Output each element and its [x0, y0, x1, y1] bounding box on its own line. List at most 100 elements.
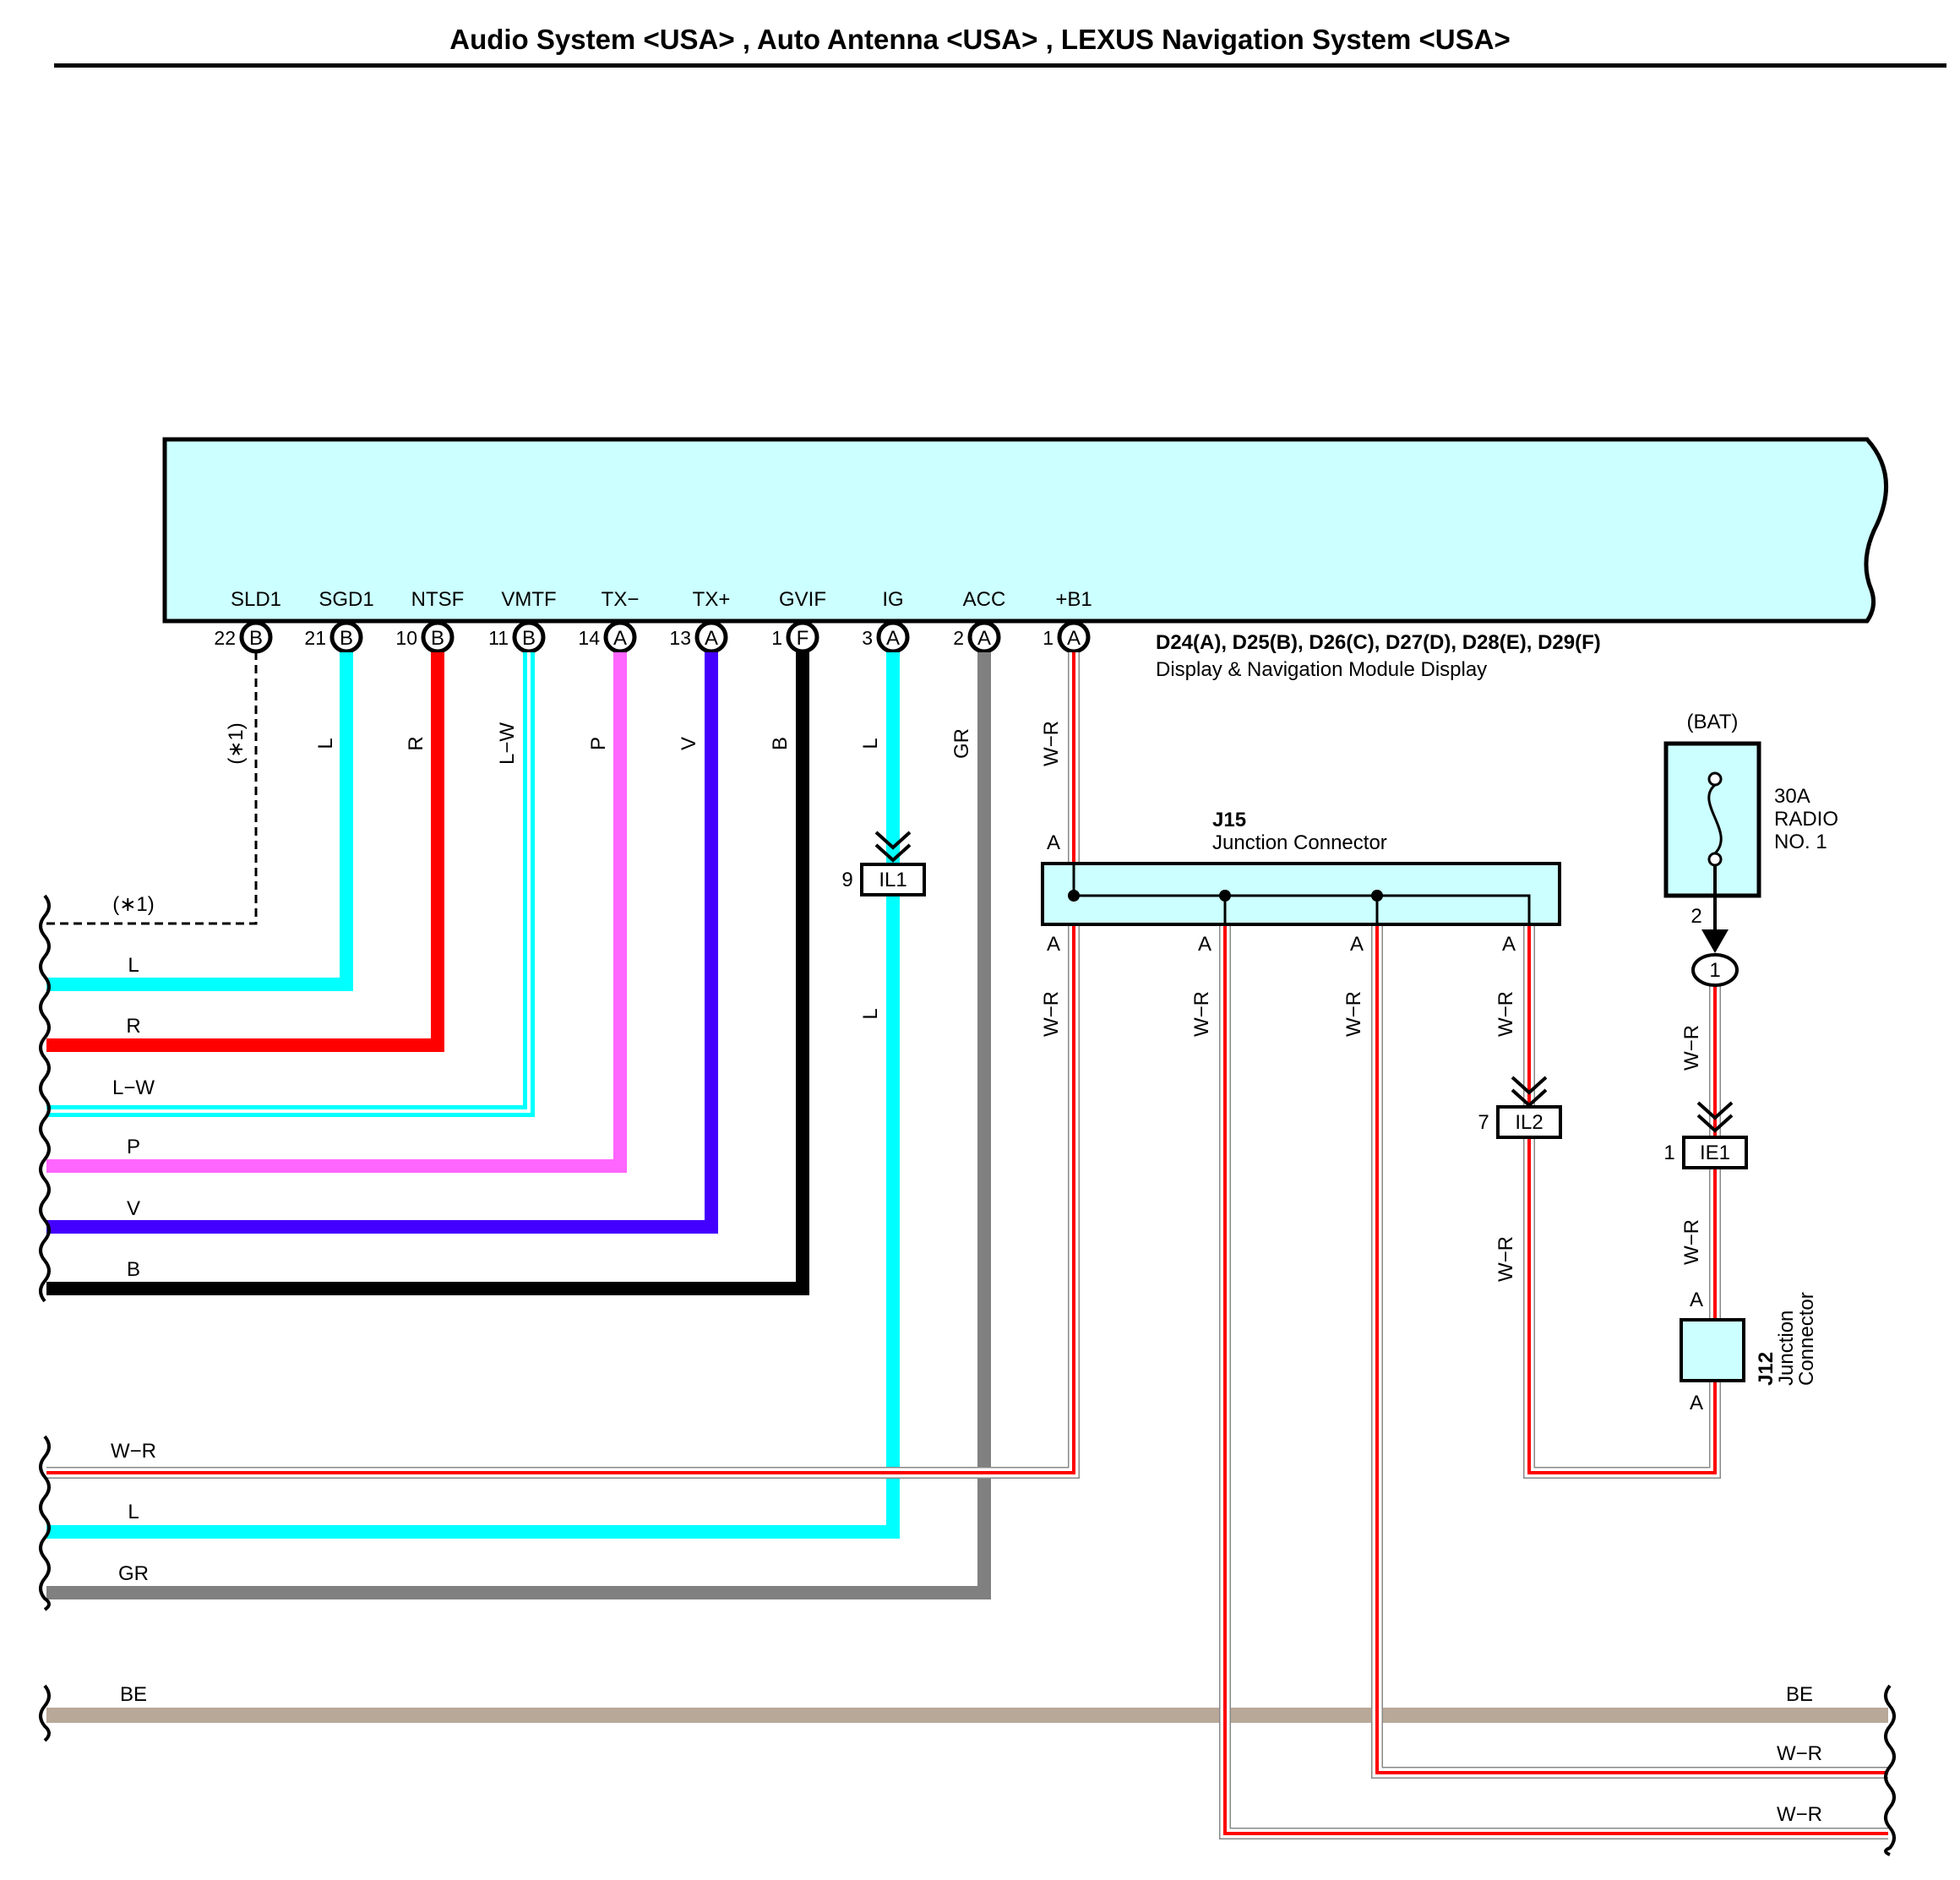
ie1-pin: 1 [1663, 1142, 1674, 1164]
wire-j15-out3-wr [1523, 894, 1721, 1479]
pin-terminal-4 [512, 620, 546, 654]
il1-pin: 9 [841, 869, 852, 891]
j12-junction-connector [1680, 1318, 1745, 1382]
wire-acc-gr [46, 652, 991, 1599]
pin-connector-letter-1: B [249, 627, 263, 650]
wire-vmtf-lw [46, 652, 535, 1117]
pin-connector-letter-7: F [797, 627, 809, 650]
j15-junction-connector [1041, 862, 1561, 926]
fuse-radio-no1 [1663, 741, 1761, 953]
title-underline [54, 63, 1946, 68]
wire-label-il2-below: W−R [1494, 1236, 1517, 1282]
fuse-name-2: NO. 1 [1774, 831, 1827, 853]
pin-terminal-5 [603, 620, 637, 654]
left-bus-label-9: L [128, 1501, 139, 1523]
pin-name-6: TX+ [693, 588, 731, 611]
left-bus-label-8: W−R [111, 1440, 156, 1463]
module-connector-ids: D24(A), D25(B), D26(C), D27(D), D28(E), … [1156, 631, 1601, 654]
pin-number-3: 10 [395, 627, 417, 649]
pin-connector-letter-4: B [522, 627, 536, 650]
right-bus-label-1: BE [1786, 1683, 1813, 1706]
wire-label-j15-out2: W−R [1342, 991, 1365, 1037]
wire-label-j15-out1: W−R [1190, 991, 1213, 1037]
pin-number-5: 14 [578, 627, 600, 649]
wire-label-gvif: B [769, 737, 792, 750]
pin-number-10: 1 [1043, 627, 1054, 649]
il2-connector [1496, 1076, 1562, 1139]
left-bus-label-3: R [126, 1015, 140, 1038]
left-bus-label-10: GR [118, 1562, 149, 1585]
wire-label-ig-lower: L [859, 1008, 882, 1019]
ie1-connector [1682, 1101, 1748, 1169]
fuse-source: (BAT) [1687, 711, 1739, 733]
wire-ntsf-r [46, 652, 444, 1052]
wire-sld1-shield [44, 651, 258, 925]
il2-id: IL2 [1515, 1111, 1543, 1134]
pin-connector-letter-8: A [886, 627, 900, 650]
wire-ig-l [46, 652, 900, 1539]
wire-label-ntsf: R [405, 736, 427, 750]
j12-name-2: Connector [1795, 1292, 1818, 1386]
pin-name-5: TX− [602, 588, 640, 611]
j12-pin-top: A [1690, 1289, 1703, 1311]
wire-label-txp: V [678, 737, 700, 750]
break-mark-left-2 [39, 1435, 51, 1611]
j15-pin-out2: A [1350, 933, 1364, 956]
pin-number-2: 21 [304, 627, 326, 649]
harness-break-left [39, 894, 51, 1742]
left-bus-label-7: B [127, 1258, 140, 1281]
il2-pin: 7 [1478, 1111, 1489, 1134]
pin-number-4: 11 [488, 627, 509, 649]
fuse-name-1: RADIO [1774, 808, 1838, 831]
pin-terminal-2 [329, 620, 363, 654]
j15-pin-in: A [1047, 831, 1060, 854]
j12-id: J12 [1755, 1352, 1778, 1386]
j15-pin-out1: A [1198, 933, 1211, 956]
left-bus-label-4: L−W [112, 1076, 155, 1099]
j15-name: Junction Connector [1212, 831, 1387, 854]
wire-label-j15-in: W−R [1040, 991, 1063, 1037]
module-pins: SLD1B22SGD1B21NTSFB10VMTFB11TX−A14TX+A13… [214, 588, 1092, 654]
wire-txm-p [46, 652, 627, 1173]
break-mark-left-3 [39, 1684, 51, 1742]
pin-connector-letter-9: A [977, 627, 991, 650]
il1-id: IL1 [879, 869, 906, 891]
wire-txp-v [46, 652, 718, 1234]
ie1-id: IE1 [1700, 1142, 1730, 1164]
wire-sgd1-l [46, 652, 353, 991]
pin-terminal-6 [694, 620, 728, 654]
j15-splice-dot-2 [1219, 890, 1231, 902]
pin-name-4: VMTF [501, 588, 556, 611]
break-mark-right-1 [1884, 1684, 1896, 1856]
pin-number-9: 2 [953, 627, 964, 649]
wire-gvif-b [46, 652, 809, 1295]
wire-label-sgd1: L [314, 738, 337, 749]
fuse-rating: 30A [1774, 785, 1810, 808]
fuse-pin: 2 [1690, 905, 1701, 928]
wire-label-ig: L [859, 738, 882, 749]
pin-name-8: IG [882, 588, 903, 611]
harness-break-right [1884, 1684, 1896, 1856]
pin-number-1: 22 [214, 627, 236, 649]
wire-label-b1: W−R [1040, 721, 1063, 766]
wire-label-sld1: (∗1) [225, 722, 248, 764]
pin-terminal-3 [421, 620, 455, 654]
pin-terminal-9 [967, 620, 1001, 654]
j15-pin-out0: A [1047, 933, 1060, 956]
left-bus-label-2: L [128, 954, 139, 977]
pin-number-6: 13 [669, 627, 691, 649]
fuse-junction-oval [1691, 953, 1739, 987]
pin-connector-letter-3: B [431, 627, 444, 650]
j15-id: J15 [1212, 809, 1246, 831]
wire-label-j15-out3: W−R [1494, 991, 1517, 1037]
wire-b1-wr [46, 652, 1080, 1479]
break-mark-left-1 [39, 894, 51, 1303]
wire-label-vmtf: L−W [496, 722, 519, 765]
j15-pin-out3: A [1502, 933, 1516, 956]
wire-j15-out2-wr [1371, 894, 1888, 1779]
pin-connector-letter-10: A [1067, 627, 1081, 650]
left-bus-label-6: V [127, 1197, 140, 1220]
pin-number-7: 1 [771, 627, 782, 649]
pin-connector-letter-2: B [340, 627, 353, 650]
